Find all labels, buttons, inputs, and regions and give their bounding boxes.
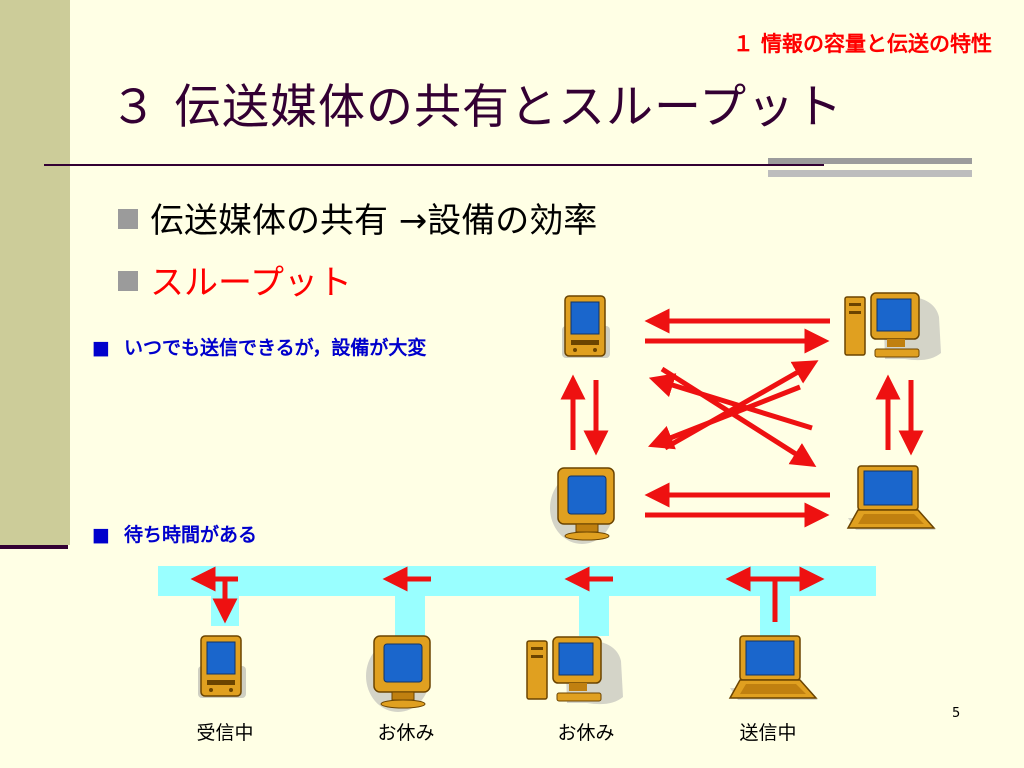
left-accent-band	[0, 0, 70, 545]
title-rule-bar	[768, 158, 972, 164]
note-item: ■ 待ち時間がある	[92, 520, 257, 547]
section-title: １ 情報の容量と伝送の特性	[732, 32, 992, 56]
desktop-pc-icon	[526, 636, 624, 705]
arrow-diagonal-icon	[648, 373, 813, 431]
monitor-icon	[549, 467, 615, 545]
note-text: いつでも送信できるが，設備が大変	[123, 337, 427, 359]
station-label: お休み	[557, 722, 615, 744]
bullet-item: 伝送媒体の共有 →設備の効率	[118, 193, 597, 242]
monitor-icon	[365, 635, 431, 713]
page-number: 5	[952, 706, 961, 721]
left-accent-line	[0, 545, 68, 549]
title-rule	[44, 164, 824, 166]
arrow-diagonal-icon	[660, 366, 817, 468]
note-marker: ■	[92, 337, 110, 359]
bullet-square-icon	[118, 208, 138, 229]
station-label: 受信中	[196, 722, 254, 744]
bullet-item: スループット	[118, 255, 352, 304]
bus-drop	[395, 596, 425, 636]
arrow-diagonal-icon	[648, 384, 801, 450]
bullet-text: 伝送媒体の共有 →設備の効率	[150, 201, 598, 241]
bullet-square-icon	[118, 270, 138, 291]
station-label: お休み	[377, 722, 435, 744]
note-marker: ■	[92, 524, 110, 546]
note-item: ■ いつでも送信できるが，設備が大変	[92, 333, 426, 360]
pda-icon	[561, 295, 611, 359]
laptop-icon	[847, 465, 937, 531]
laptop-icon	[729, 635, 819, 701]
bus-drop	[579, 596, 609, 636]
page-title: ３ 伝送媒体の共有とスループット	[110, 80, 844, 135]
desktop-pc-icon	[844, 292, 942, 361]
note-text: 待ち時間がある	[123, 524, 257, 546]
title-rule-bar	[768, 170, 972, 177]
station-label: 送信中	[739, 722, 797, 744]
bullet-text: スループット	[150, 263, 352, 303]
pda-icon	[197, 635, 247, 699]
